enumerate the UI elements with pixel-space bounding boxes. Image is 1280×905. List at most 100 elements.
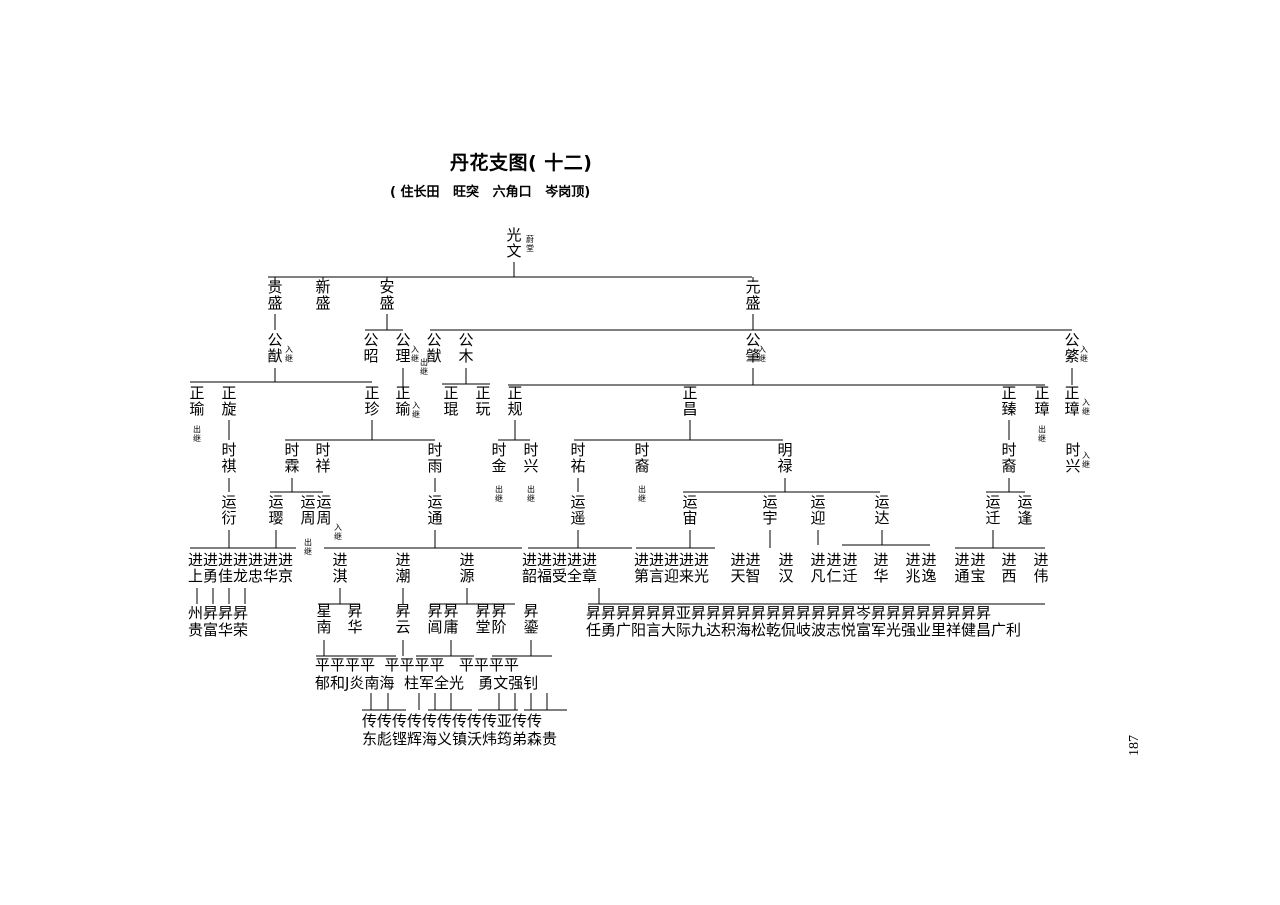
svg-text:兆: 兆 [905, 567, 920, 585]
svg-text:进: 进 [905, 551, 920, 569]
svg-text:进: 进 [873, 551, 888, 569]
person-name: 正规 [507, 384, 522, 418]
svg-text:凡: 凡 [810, 567, 825, 585]
page-subtitle: ( 住长田 旺突 六角口 岑岗顶) [390, 185, 591, 200]
gen7-name: 进源 [459, 551, 474, 585]
succession-note: 出继 [638, 484, 646, 503]
svg-text:祥: 祥 [315, 457, 330, 475]
svg-text:盛: 盛 [379, 294, 394, 312]
gen8-row: 任勇广阳言大际九达积海松乾侃岐波志悦富军光强业里祥健昌广利 [586, 621, 1021, 639]
person-name: 元盛 [745, 278, 760, 312]
svg-text:昇: 昇 [427, 602, 442, 620]
svg-text:贵: 贵 [267, 278, 282, 296]
succession-note: 出继 [495, 484, 503, 503]
person-name: 运周 [316, 493, 331, 527]
person-name: 公綮 [1064, 331, 1079, 365]
person-name: 公肇 [745, 331, 760, 365]
svg-text:运: 运 [810, 493, 825, 511]
svg-text:元: 元 [745, 278, 760, 296]
svg-text:衍: 衍 [221, 509, 236, 527]
gen8-name: 星南 [316, 602, 331, 636]
svg-text:正: 正 [1001, 384, 1016, 402]
svg-text:阶: 阶 [491, 618, 506, 636]
svg-text:正: 正 [682, 384, 697, 402]
svg-text:汉: 汉 [778, 567, 793, 585]
person-name: 公理 [395, 331, 410, 365]
svg-text:南: 南 [316, 618, 331, 636]
svg-text:出: 出 [420, 357, 428, 367]
gen8-name: 昇阊 [427, 602, 442, 636]
svg-text:入: 入 [285, 345, 293, 354]
succession-note: 入继 [334, 523, 342, 541]
svg-text:逸: 逸 [921, 567, 936, 585]
svg-text:进: 进 [921, 551, 936, 569]
person-name: 时金 [491, 441, 506, 475]
person-name: 公猷 [267, 331, 282, 365]
succession-note: 蔚堂 [526, 234, 534, 253]
svg-text:继: 继 [304, 546, 312, 556]
succession-note: 出继 [193, 424, 201, 443]
person-name: 正琨 [443, 384, 458, 418]
svg-text:时: 时 [491, 441, 506, 459]
svg-text:祺: 祺 [221, 457, 236, 475]
svg-text:进: 进 [459, 551, 474, 569]
svg-text:迁: 迁 [842, 567, 857, 585]
svg-text:进: 进 [745, 551, 760, 569]
gen8-name: 昇云 [395, 602, 410, 636]
gen7-name: 进宝 [970, 551, 985, 585]
gen7-name: 进潮 [395, 551, 410, 585]
gen8-row: 州昇昇昇 [188, 604, 248, 622]
svg-text:出: 出 [304, 537, 312, 547]
svg-text:遥: 遥 [570, 509, 585, 527]
svg-text:潮: 潮 [395, 567, 410, 585]
svg-text:时: 时 [315, 441, 330, 459]
svg-text:昇: 昇 [523, 602, 538, 620]
svg-text:入: 入 [412, 401, 420, 410]
svg-text:天: 天 [730, 567, 745, 585]
gen8-name: 昇华 [347, 602, 362, 636]
svg-text:瑜: 瑜 [189, 400, 204, 418]
svg-text:进: 进 [1001, 551, 1016, 569]
person-name: 公木 [458, 331, 473, 365]
person-name: 时祥 [315, 441, 330, 475]
svg-text:智: 智 [745, 567, 760, 585]
svg-text:昇: 昇 [395, 602, 410, 620]
svg-text:逢: 逢 [1017, 509, 1032, 527]
gen7-row: 上勇佳龙忠华京 [188, 567, 293, 585]
svg-text:运: 运 [874, 493, 889, 511]
svg-text:周: 周 [316, 509, 331, 527]
svg-text:进: 进 [826, 551, 841, 569]
succession-note: 入继 [412, 401, 420, 419]
svg-text:明: 明 [777, 441, 792, 459]
person-name: 安盛 [379, 278, 394, 312]
gen7-name: 进通 [954, 551, 969, 585]
svg-text:继: 继 [412, 409, 420, 419]
person-name: 公猷 [426, 331, 441, 365]
svg-text:旋: 旋 [221, 400, 236, 418]
svg-text:继: 继 [420, 366, 428, 376]
svg-text:源: 源 [459, 567, 474, 585]
svg-text:运: 运 [1017, 493, 1032, 511]
svg-text:昇: 昇 [491, 602, 506, 620]
svg-text:裔: 裔 [1001, 457, 1016, 475]
svg-text:正: 正 [1034, 384, 1049, 402]
person-name: 运璎 [268, 493, 283, 527]
svg-text:继: 继 [758, 353, 766, 363]
gen7-name: 进淇 [332, 551, 347, 585]
person-name: 运宇 [762, 493, 777, 527]
svg-text:继: 继 [334, 531, 342, 541]
svg-text:运: 运 [985, 493, 1000, 511]
svg-text:出: 出 [638, 484, 646, 494]
svg-text:盛: 盛 [315, 294, 330, 312]
gen7-row: 进进进进进 [634, 551, 709, 569]
svg-text:公: 公 [745, 331, 760, 349]
svg-text:继: 继 [1080, 353, 1088, 363]
svg-text:文: 文 [506, 242, 521, 260]
gen7-name: 进华 [873, 551, 888, 585]
svg-text:公: 公 [363, 331, 378, 349]
succession-note: 入继 [411, 345, 419, 363]
svg-text:新: 新 [315, 278, 330, 296]
svg-text:出: 出 [193, 424, 201, 434]
svg-text:进: 进 [954, 551, 969, 569]
